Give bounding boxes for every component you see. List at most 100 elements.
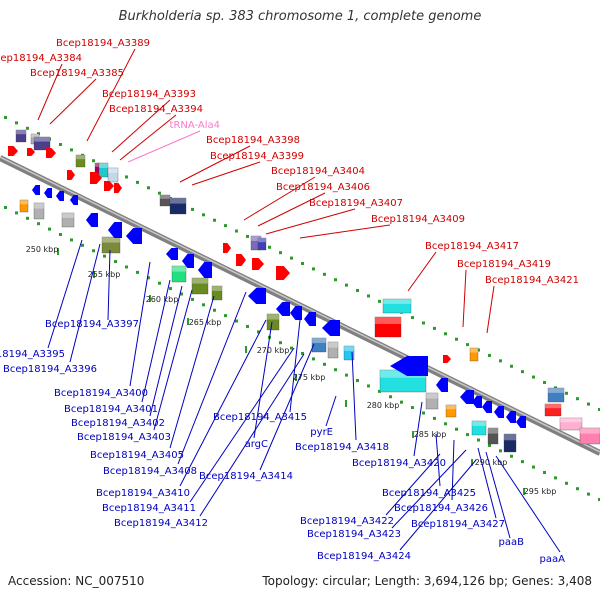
reverse-gene-arrow[interactable]	[44, 188, 52, 198]
reverse-gene-arrow[interactable]	[482, 401, 492, 413]
gene-box[interactable]	[257, 237, 267, 251]
gene-box[interactable]	[169, 197, 187, 215]
gene-box[interactable]	[33, 136, 51, 151]
reverse-gene-label[interactable]: Bcep18194_A3396	[3, 364, 97, 375]
reverse-gene-arrow[interactable]	[472, 396, 482, 408]
forward-gene-label[interactable]: Bcep18194_A3385	[30, 68, 124, 79]
reverse-gene-label[interactable]: paaB	[499, 537, 525, 548]
gene-box[interactable]	[191, 277, 209, 295]
reverse-gene-label[interactable]: Bcep18194_A3422	[300, 516, 394, 527]
gene-box[interactable]	[75, 154, 86, 168]
forward-gene-label[interactable]: Bcep18194_A3421	[485, 275, 579, 286]
forward-gene-arrow[interactable]	[8, 146, 18, 156]
reverse-gene-arrow[interactable]	[32, 185, 40, 195]
reverse-gene-arrow[interactable]	[460, 390, 474, 404]
gene-box[interactable]	[487, 427, 499, 445]
reverse-gene-arrow[interactable]	[70, 195, 78, 205]
forward-gene-arrow[interactable]	[46, 148, 56, 158]
reverse-gene-arrow[interactable]	[56, 191, 64, 201]
reverse-gene-label[interactable]: Bcep18194_A3424	[317, 551, 411, 562]
reverse-gene-label[interactable]: pyrE	[310, 427, 333, 438]
forward-gene-arrow[interactable]	[276, 266, 290, 280]
gene-box[interactable]	[469, 347, 479, 362]
reverse-gene-label[interactable]: Bcep18194_A3414	[199, 471, 293, 482]
reverse-gene-label[interactable]: argC	[245, 439, 268, 450]
gene-box[interactable]	[311, 337, 327, 353]
gene-box[interactable]	[559, 417, 583, 431]
forward-gene-label[interactable]: Bcep18194_A3393	[102, 89, 196, 100]
gene-box[interactable]	[171, 265, 187, 283]
reverse-gene-arrow[interactable]	[304, 312, 316, 326]
gene-box[interactable]	[382, 298, 412, 314]
reverse-gene-arrow[interactable]	[290, 306, 302, 320]
reverse-gene-label[interactable]: Bcep18194_A3411	[102, 503, 196, 514]
gene-box[interactable]	[445, 404, 457, 418]
forward-gene-label[interactable]: Bcep18194_A3407	[309, 198, 403, 209]
forward-gene-label[interactable]: Bcep18194_A3394	[109, 104, 203, 115]
reverse-gene-arrow[interactable]	[506, 411, 516, 423]
gene-box[interactable]	[15, 129, 27, 143]
reverse-gene-arrow[interactable]	[86, 213, 98, 227]
forward-gene-label[interactable]: Bcep18194_A3406	[276, 182, 370, 193]
forward-gene-label[interactable]: Bcep18194_A3398	[206, 135, 300, 146]
gene-box[interactable]	[343, 345, 355, 361]
reverse-gene-arrow[interactable]	[494, 406, 504, 418]
reverse-gene-label[interactable]: Bcep18194_A3415	[213, 412, 307, 423]
gene-box[interactable]	[503, 433, 517, 453]
reverse-gene-label[interactable]: Bcep18194_A3408	[103, 466, 197, 477]
forward-gene-label[interactable]: Bcep18194_A3417	[425, 241, 519, 252]
reverse-gene-label[interactable]: Bcep18194_A3403	[77, 432, 171, 443]
gene-box[interactable]	[547, 387, 565, 403]
reverse-gene-label[interactable]: Bcep18194_A3395	[0, 349, 65, 360]
forward-gene-arrow[interactable]	[27, 148, 35, 156]
forward-gene-label[interactable]: Bcep18194_A3389	[56, 38, 150, 49]
gene-box[interactable]	[101, 236, 121, 254]
forward-gene-arrow[interactable]	[443, 355, 451, 363]
reverse-gene-arrow[interactable]	[198, 262, 212, 278]
forward-gene-label[interactable]: Bcep18194_A3419	[457, 259, 551, 270]
gene-box[interactable]	[266, 313, 280, 331]
forward-gene-arrow[interactable]	[104, 181, 114, 191]
reverse-gene-label[interactable]: Bcep18194_A3397	[45, 319, 139, 330]
gene-box[interactable]	[327, 341, 339, 359]
reverse-gene-arrow[interactable]	[436, 378, 448, 392]
reverse-gene-arrow[interactable]	[248, 288, 266, 304]
gene-box[interactable]	[33, 202, 45, 220]
reverse-gene-label[interactable]: Bcep18194_A3402	[71, 418, 165, 429]
gene-box[interactable]	[544, 403, 562, 417]
gene-box[interactable]	[579, 427, 600, 445]
reverse-gene-arrow[interactable]	[126, 228, 142, 244]
reverse-gene-arrow[interactable]	[108, 222, 122, 238]
forward-gene-arrow[interactable]	[90, 172, 102, 184]
forward-gene-label[interactable]: tRNA-Ala4	[170, 120, 220, 131]
forward-gene-arrow[interactable]	[236, 254, 246, 266]
forward-gene-arrow[interactable]	[252, 258, 264, 270]
reverse-gene-arrow[interactable]	[166, 248, 178, 260]
gene-box[interactable]	[211, 285, 223, 301]
reverse-gene-label[interactable]: paaA	[540, 554, 566, 565]
forward-gene-label[interactable]: Bcep18194_A3384	[0, 53, 82, 64]
reverse-gene-label[interactable]: Bcep18194_A3420	[352, 458, 446, 469]
reverse-gene-label[interactable]: Bcep18194_A3410	[96, 488, 190, 499]
forward-gene-arrow[interactable]	[114, 183, 122, 193]
reverse-gene-arrow[interactable]	[182, 254, 194, 268]
reverse-gene-label[interactable]: Bcep18194_A3412	[114, 518, 208, 529]
reverse-gene-label[interactable]: Bcep18194_A3425	[382, 488, 476, 499]
gene-box[interactable]	[374, 316, 402, 338]
reverse-gene-arrow[interactable]	[516, 416, 526, 428]
forward-gene-arrow[interactable]	[223, 243, 231, 253]
gene-box[interactable]	[19, 199, 29, 213]
gene-box[interactable]	[61, 212, 75, 228]
forward-gene-label[interactable]: Bcep18194_A3409	[371, 214, 465, 225]
reverse-gene-label[interactable]: Bcep18194_A3423	[307, 529, 401, 540]
reverse-gene-arrow[interactable]	[390, 356, 428, 376]
reverse-gene-label[interactable]: Bcep18194_A3426	[394, 503, 488, 514]
gene-box[interactable]	[471, 420, 487, 436]
forward-gene-label[interactable]: Bcep18194_A3404	[271, 166, 365, 177]
reverse-gene-arrow[interactable]	[276, 302, 290, 316]
reverse-gene-arrow[interactable]	[322, 320, 340, 336]
gene-box[interactable]	[425, 392, 439, 410]
reverse-gene-label[interactable]: Bcep18194_A3400	[54, 388, 148, 399]
reverse-gene-label[interactable]: Bcep18194_A3418	[295, 442, 389, 453]
